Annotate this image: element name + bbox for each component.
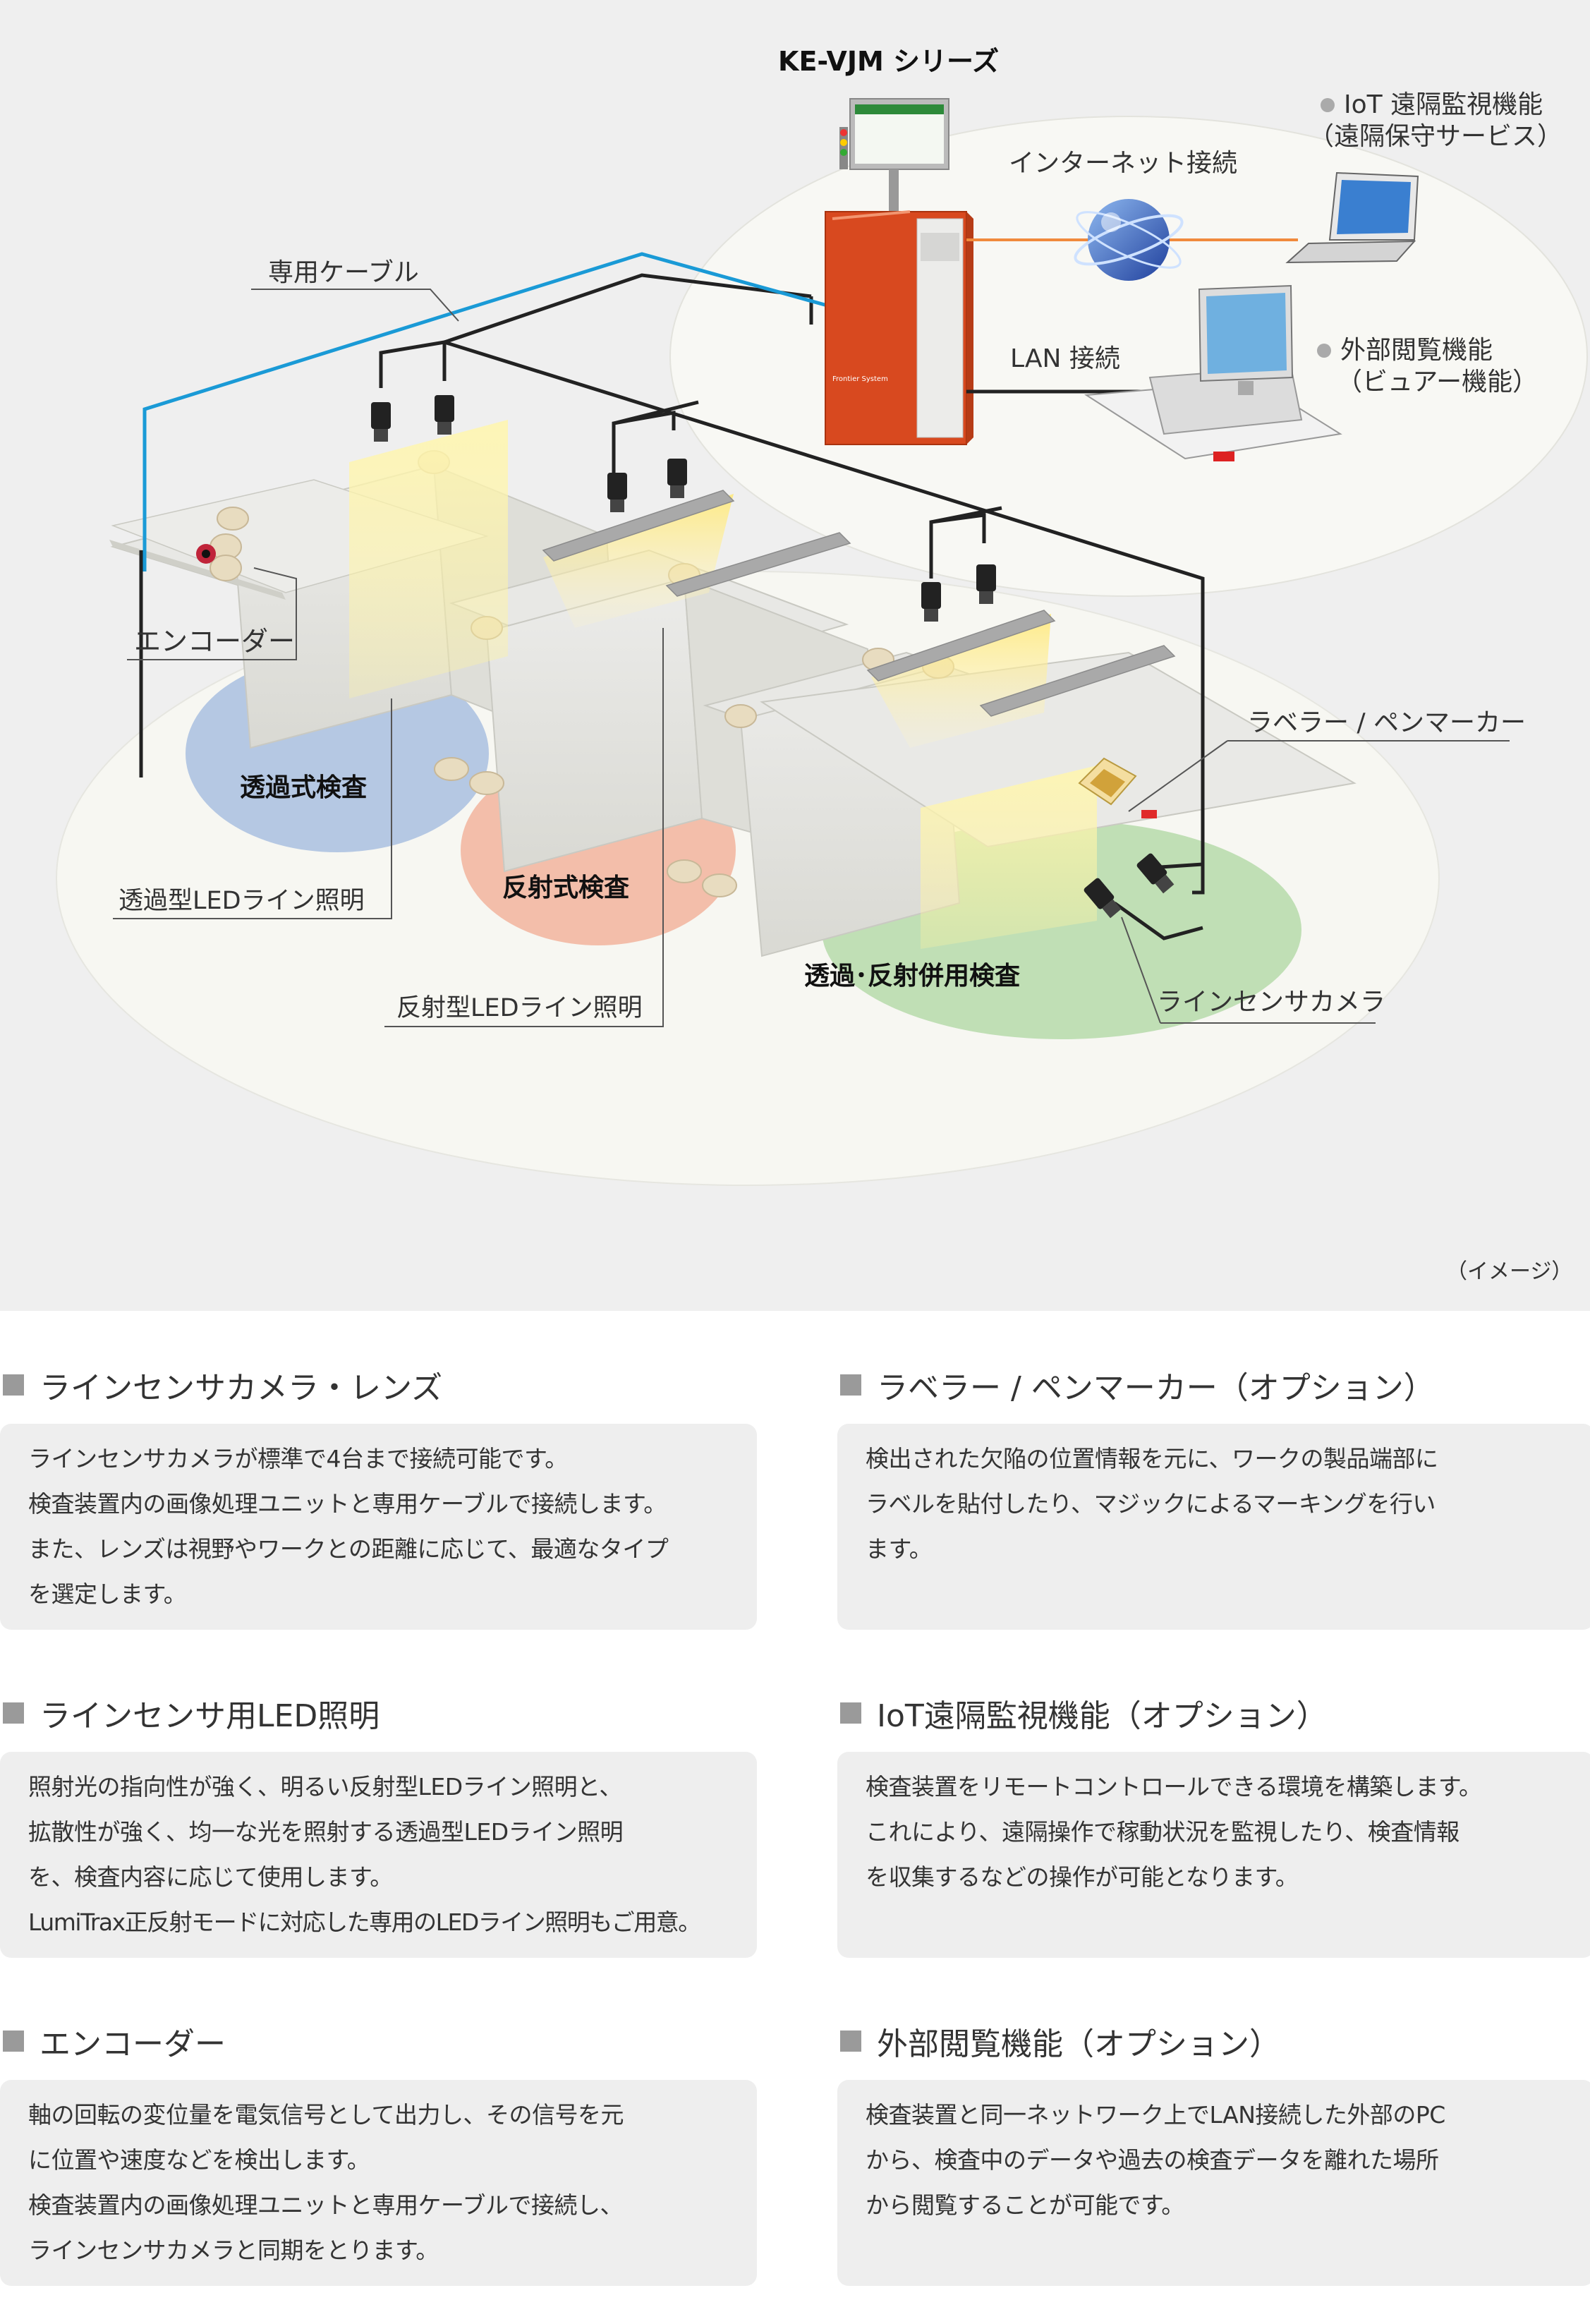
body-line: から閲覧することが可能です。 xyxy=(866,2191,1184,2219)
viewer-bullet xyxy=(1317,344,1331,358)
iot-label-line2: （遠隔保守サービス） xyxy=(1309,122,1562,151)
cable-network xyxy=(139,273,1205,940)
section-body: 検査装置をリモートコントロールできる環境を構築します。 これにより、遠隔操作で稼… xyxy=(837,1752,1590,1958)
body-line: 検査装置をリモートコントロールできる環境を構築します。 xyxy=(866,1773,1482,1801)
section-title: 外部閲覧機能（オプション） xyxy=(877,2026,1280,2062)
section-body: 検出された欠陥の位置情報を元に、ワークの製品端部に ラベルを貼付したり、マジック… xyxy=(837,1424,1590,1630)
section-title: IoT遠隔監視機能（オプション） xyxy=(877,1698,1328,1734)
body-line: 検査装置と同一ネットワーク上でLAN接続した外部のPC xyxy=(866,2101,1445,2129)
system-title: KE-VJM シリーズ xyxy=(778,46,999,77)
lan-label: LAN 接続 xyxy=(1010,344,1120,373)
control-cabinet: Frontier System xyxy=(825,98,973,445)
cable-label: 専用ケーブル xyxy=(268,258,419,287)
section-iot: IoT遠隔監視機能（オプション） 検査装置をリモートコントロールできる環境を構築… xyxy=(837,1688,1590,1958)
iot-bullet xyxy=(1321,98,1335,112)
transmission-light-beam-2 xyxy=(921,765,1097,949)
labeler-device xyxy=(1078,757,1157,818)
cabinet-brand: Frontier System xyxy=(832,375,888,383)
bullet-square xyxy=(3,1374,24,1396)
body-line: を収集するなどの操作が可能となります。 xyxy=(866,1863,1299,1891)
transmission-led-label: 透過型LEDライン照明 xyxy=(119,887,365,915)
body-line: を選定します。 xyxy=(28,1580,187,1608)
globe-icon xyxy=(1074,199,1184,281)
body-line: これにより、遠隔操作で稼動状況を監視したり、検査情報 xyxy=(866,1818,1459,1846)
section-title: ラベラー / ペンマーカー（オプション） xyxy=(877,1370,1435,1406)
section-body: 軸の回転の変位量を電気信号として出力し、その信号を元 に位置や速度などを検出しま… xyxy=(0,2080,757,2286)
bullet-square xyxy=(3,2031,24,2052)
section-body: 照射光の指向性が強く、明るい反射型LEDライン照明と、 拡散性が強く、均一な光を… xyxy=(0,1752,757,1958)
section-title: ラインセンサカメラ・レンズ xyxy=(40,1370,443,1406)
body-line: 検査装置内の画像処理ユニットと専用ケーブルで接続します。 xyxy=(28,1490,667,1518)
bullet-square xyxy=(840,1374,861,1396)
transmission-inspection-label: 透過式検査 xyxy=(240,773,367,802)
section-led-lighting: ラインセンサ用LED照明 照射光の指向性が強く、明るい反射型LEDライン照明と、… xyxy=(0,1688,757,1958)
image-note: （イメージ） xyxy=(1446,1259,1572,1284)
section-camera-lens: ラインセンサカメラ・レンズ ラインセンサカメラが標準で4台まで接続可能です。 検… xyxy=(0,1360,757,1630)
section-encoder: エンコーダー 軸の回転の変位量を電気信号として出力し、その信号を元 に位置や速度… xyxy=(0,2016,757,2286)
body-line: LumiTrax正反射モードに対応した専用のLEDライン照明もご用意。 xyxy=(28,1908,701,1936)
section-viewer: 外部閲覧機能（オプション） 検査装置と同一ネットワーク上でLAN接続した外部のP… xyxy=(837,2016,1590,2286)
body-line: を、検査内容に応じて使用します。 xyxy=(28,1863,393,1891)
inspection-system-diagram: Frontier System KE-VJM シリーズ xyxy=(0,0,1590,1311)
section-body: ラインセンサカメラが標準で4台まで接続可能です。 検査装置内の画像処理ユニットと… xyxy=(0,1424,757,1630)
bullet-square xyxy=(840,1702,861,1724)
leader-lines xyxy=(113,289,1510,1027)
reflection-inspection-label: 反射式検査 xyxy=(502,873,629,902)
viewer-label-line1: 外部閲覧機能 xyxy=(1340,336,1493,365)
body-line: ます。 xyxy=(866,1535,933,1563)
internet-label: インターネット接続 xyxy=(1009,149,1237,178)
bullet-square xyxy=(840,2031,861,2052)
body-line: また、レンズは視野やワークとの距離に応じて、最適なタイプ xyxy=(28,1535,669,1563)
transmission-light-beam-1 xyxy=(349,420,508,698)
body-line: に位置や速度などを検出します。 xyxy=(28,2146,370,2174)
camera-label: ラインセンサカメラ xyxy=(1157,988,1385,1017)
encoder-label: エンコーダー xyxy=(134,626,295,657)
section-labeler: ラベラー / ペンマーカー（オプション） 検出された欠陥の位置情報を元に、ワーク… xyxy=(837,1360,1590,1630)
section-title: ラインセンサ用LED照明 xyxy=(40,1698,380,1734)
body-line: 軸の回転の変位量を電気信号として出力し、その信号を元 xyxy=(28,2101,624,2129)
line-sensor-cameras xyxy=(371,395,1175,919)
body-line: 照射光の指向性が強く、明るい反射型LEDライン照明と、 xyxy=(28,1773,622,1801)
body-line: 検査装置内の画像処理ユニットと専用ケーブルで接続し、 xyxy=(28,2191,624,2219)
body-line: 拡散性が強く、均一な光を照射する透過型LEDライン照明 xyxy=(28,1818,624,1846)
desktop-pc-icon xyxy=(1084,284,1342,461)
bullet-square xyxy=(3,1702,24,1724)
body-line: から、検査中のデータや過去の検査データを離れた場所 xyxy=(866,2146,1439,2174)
viewer-label-line2: （ビュアー機能） xyxy=(1337,368,1538,397)
body-line: ラインセンサカメラが標準で4台まで接続可能です。 xyxy=(28,1445,568,1472)
combined-inspection-label: 透過･反射併用検査 xyxy=(804,962,1020,991)
laptop-icon xyxy=(1285,171,1419,264)
led-line-lights xyxy=(542,490,1176,717)
cable-blue xyxy=(142,252,833,571)
reflection-light-beam-2 xyxy=(871,614,1051,748)
iot-label-line1: IoT 遠隔監視機能 xyxy=(1344,90,1543,119)
reflection-light-beam-1 xyxy=(543,494,734,628)
section-body: 検査装置と同一ネットワーク上でLAN接続した外部のPC から、検査中のデータや過… xyxy=(837,2080,1590,2286)
body-line: ラベルを貼付したり、マジックによるマーキングを行い xyxy=(866,1490,1436,1518)
body-line: ラインセンサカメラと同期をとります。 xyxy=(28,2237,439,2264)
reflection-led-label: 反射型LEDライン照明 xyxy=(396,994,643,1022)
encoder-device xyxy=(196,533,242,581)
body-line: 検出された欠陥の位置情報を元に、ワークの製品端部に xyxy=(866,1445,1438,1472)
section-title: エンコーダー xyxy=(40,2026,226,2062)
labeler-label: ラベラー / ペンマーカー xyxy=(1247,708,1526,737)
